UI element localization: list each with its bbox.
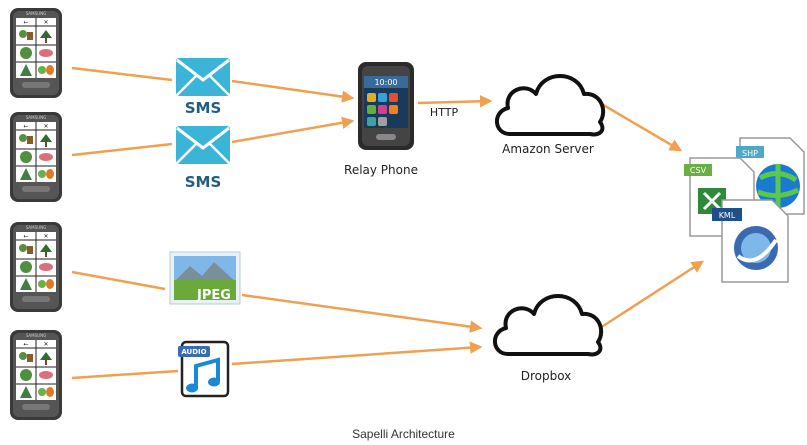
- arrow-relay-to-amazon: [417, 95, 493, 108]
- phone-icon: [9, 329, 63, 421]
- arrows: [71, 66, 705, 380]
- cloud-icon: [492, 294, 604, 357]
- arrow-phone4-to-audio: [71, 369, 179, 380]
- relay-time: 10:00: [374, 78, 397, 87]
- csv-label: CSV: [690, 166, 707, 175]
- arrow-sms2-to-relay: [231, 116, 355, 144]
- arrow-amazon-to-files: [599, 101, 683, 152]
- envelope-icon: [174, 56, 232, 98]
- relay-phone-icon: [358, 62, 414, 150]
- kml-label: KML: [719, 211, 736, 220]
- phone-icon: [9, 111, 63, 203]
- jpeg-label: JPEG: [196, 288, 231, 303]
- arrow-dropbox-to-files: [599, 260, 705, 330]
- phone-brand-2: SAMSUNG: [26, 115, 46, 120]
- jpeg-file-icon: [169, 251, 241, 305]
- cloud-icon: [494, 74, 606, 137]
- arrow-jpeg-to-dropbox: [241, 293, 483, 333]
- arrow-phone2-to-sms: [71, 142, 173, 157]
- relay-phone-label: Relay Phone: [344, 163, 418, 177]
- phone-brand-4: SAMSUNG: [26, 333, 46, 338]
- phone-icon: [9, 221, 63, 313]
- shp-file-icon: [736, 137, 805, 215]
- audio-label: AUDIO: [181, 348, 206, 356]
- audio-file-icon: [178, 340, 230, 398]
- shp-label: SHP: [742, 149, 758, 158]
- dropbox-label: Dropbox: [521, 369, 572, 383]
- sms-label-2: SMS: [185, 173, 222, 191]
- http-label: HTTP: [430, 106, 459, 119]
- phone-icon: [9, 7, 63, 99]
- envelope-icon: [174, 124, 232, 166]
- phone-brand-3: SAMSUNG: [26, 225, 46, 230]
- phone-brand-1: SAMSUNG: [26, 11, 46, 16]
- arrow-sms1-to-relay: [231, 79, 355, 103]
- arrow-phone3-to-jpeg: [71, 270, 166, 291]
- kml-file-icon: [712, 199, 789, 283]
- arrow-phone1-to-sms: [71, 66, 173, 82]
- sms-label-1: SMS: [185, 99, 222, 117]
- amazon-server-label: Amazon Server: [502, 142, 594, 156]
- diagram-caption: Sapelli Architecture: [352, 427, 455, 441]
- arrow-audio-to-dropbox: [231, 341, 483, 366]
